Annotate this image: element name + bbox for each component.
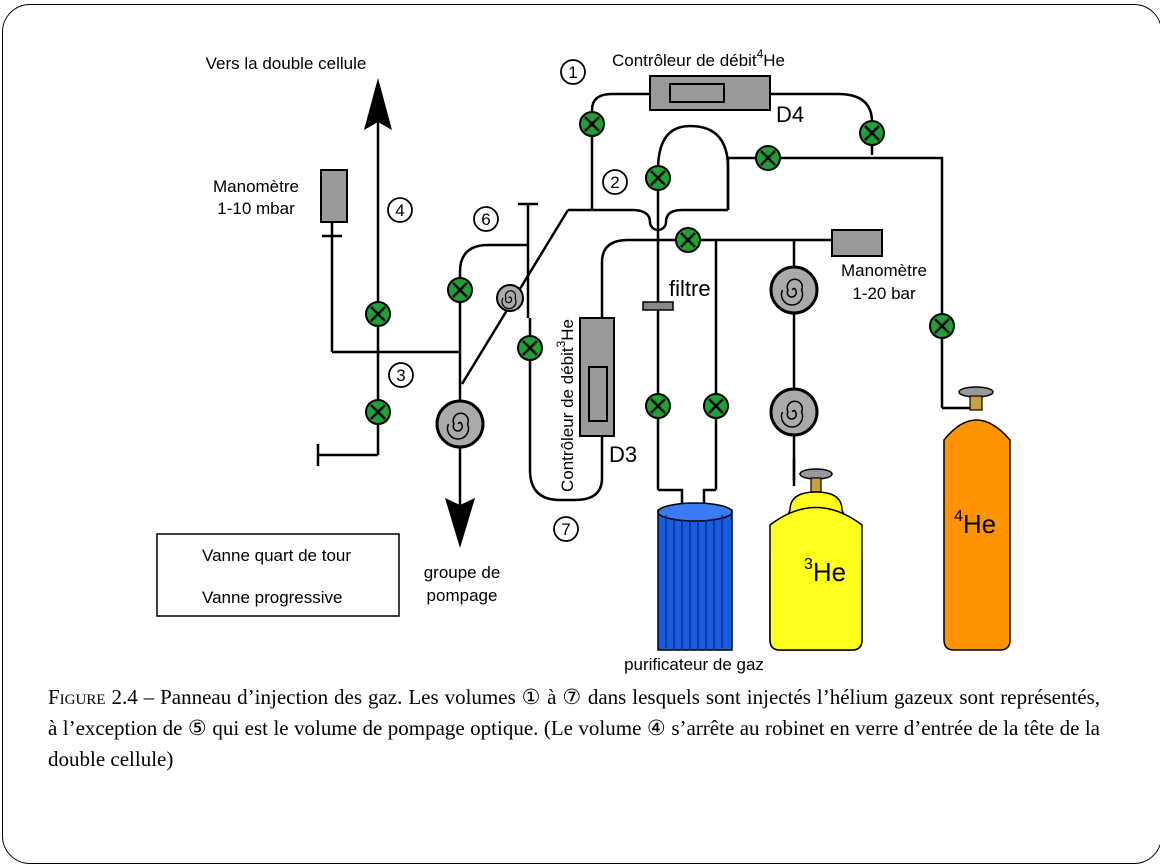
legend-quarter-turn-label: Vanne quart de tour bbox=[202, 546, 351, 565]
flow-controller-3he bbox=[579, 317, 615, 437]
volume-6: 6 bbox=[481, 210, 490, 229]
legend: Vanne quart de tour Vanne progressive bbox=[156, 533, 400, 617]
valve-icon[interactable] bbox=[364, 300, 392, 328]
pipe-network bbox=[316, 78, 976, 548]
caption-text: – Panneau d’injection des gaz. Les volum… bbox=[48, 685, 1100, 771]
volume-3: 3 bbox=[396, 366, 405, 385]
figure-caption: Figure 2.4 – Panneau d’injection des gaz… bbox=[48, 682, 1100, 775]
label-he3: 3He bbox=[804, 556, 846, 587]
label-d4: D4 bbox=[776, 102, 804, 127]
label-he4: 4He bbox=[954, 508, 996, 539]
valve-icon[interactable] bbox=[858, 119, 886, 147]
progressive-valve-icon[interactable] bbox=[496, 284, 524, 312]
valve-icon[interactable] bbox=[644, 164, 672, 192]
arrow-down-icon bbox=[445, 498, 475, 548]
label-pump-1: groupe de bbox=[424, 563, 501, 582]
valve-icon[interactable] bbox=[446, 276, 474, 304]
label-filter: filtre bbox=[669, 276, 711, 301]
valve-icon[interactable] bbox=[578, 110, 606, 138]
filter bbox=[642, 301, 674, 311]
label-manometer-low-2: 1-10 mbar bbox=[217, 199, 295, 218]
gas-injection-diagram: 1 2 3 4 6 7 Vers la double cellule Manom… bbox=[156, 47, 1011, 674]
progressive-valve-icon[interactable] bbox=[769, 265, 819, 315]
figure-label: Figure 2.4 bbox=[48, 685, 138, 709]
volume-2: 2 bbox=[610, 173, 619, 192]
label-manometer-high-1: Manomètre bbox=[841, 261, 927, 280]
he3-bottle bbox=[769, 458, 863, 651]
label-purifier: purificateur de gaz bbox=[624, 655, 764, 674]
label-pump-2: pompage bbox=[427, 586, 498, 605]
valve-icon[interactable] bbox=[928, 312, 956, 340]
label-d3: D3 bbox=[609, 442, 637, 467]
valve-icon[interactable] bbox=[754, 144, 782, 172]
label-manometer-low-1: Manomètre bbox=[213, 177, 299, 196]
valve-icon[interactable] bbox=[674, 226, 702, 254]
manometer-low bbox=[320, 169, 348, 223]
progressive-valve-icon[interactable] bbox=[435, 399, 485, 449]
valve-icon[interactable] bbox=[702, 392, 730, 420]
he4-bottle bbox=[943, 386, 1011, 651]
volume-1: 1 bbox=[568, 63, 577, 82]
arrow-up-icon bbox=[364, 78, 392, 130]
flow-controller-4he bbox=[649, 75, 771, 111]
volume-7: 7 bbox=[561, 520, 570, 539]
volume-markers: 1 2 3 4 6 7 bbox=[387, 59, 628, 542]
volume-4: 4 bbox=[395, 201, 404, 220]
valve-icon[interactable] bbox=[644, 392, 672, 420]
label-double-cell: Vers la double cellule bbox=[206, 54, 367, 73]
label-manometer-high-2: 1-20 bar bbox=[852, 284, 916, 303]
label-controller-4he: Contrôleur de débit4He bbox=[612, 47, 785, 70]
gas-purifier bbox=[657, 502, 733, 651]
valve-icon[interactable] bbox=[516, 334, 544, 362]
legend-progressive-label: Vanne progressive bbox=[202, 588, 343, 607]
manometer-high bbox=[831, 229, 883, 257]
progressive-valve-icon[interactable] bbox=[769, 387, 819, 437]
label-controller-3he: Contrôleur de débit3He bbox=[554, 319, 577, 492]
valve-icon[interactable] bbox=[364, 398, 392, 426]
